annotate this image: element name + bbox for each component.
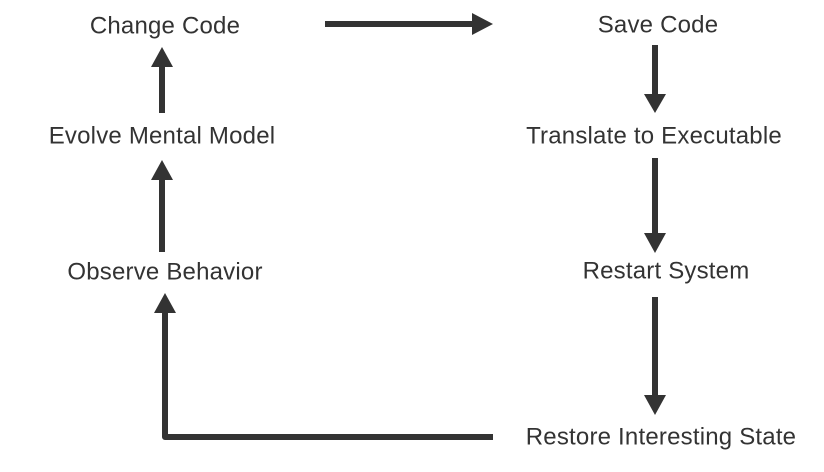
- arrow-restart-to-restore: [644, 297, 666, 415]
- arrow-translate-to-restart: [644, 158, 666, 253]
- arrow-observe-to-evolve: [151, 160, 173, 252]
- node-save-code: Save Code: [597, 11, 719, 39]
- node-observe-behavior: Observe Behavior: [67, 258, 263, 286]
- arrow-change-to-save: [325, 13, 493, 35]
- arrow-restore-to-observe: [154, 293, 493, 440]
- node-restore-interesting-state: Restore Interesting State: [525, 423, 797, 451]
- node-restart-system: Restart System: [582, 257, 750, 285]
- node-change-code: Change Code: [89, 12, 241, 40]
- arrow-save-to-translate: [644, 45, 666, 113]
- node-evolve-mental-model: Evolve Mental Model: [48, 122, 276, 150]
- node-translate-to-executable: Translate to Executable: [526, 122, 782, 150]
- arrow-evolve-to-change: [151, 47, 173, 113]
